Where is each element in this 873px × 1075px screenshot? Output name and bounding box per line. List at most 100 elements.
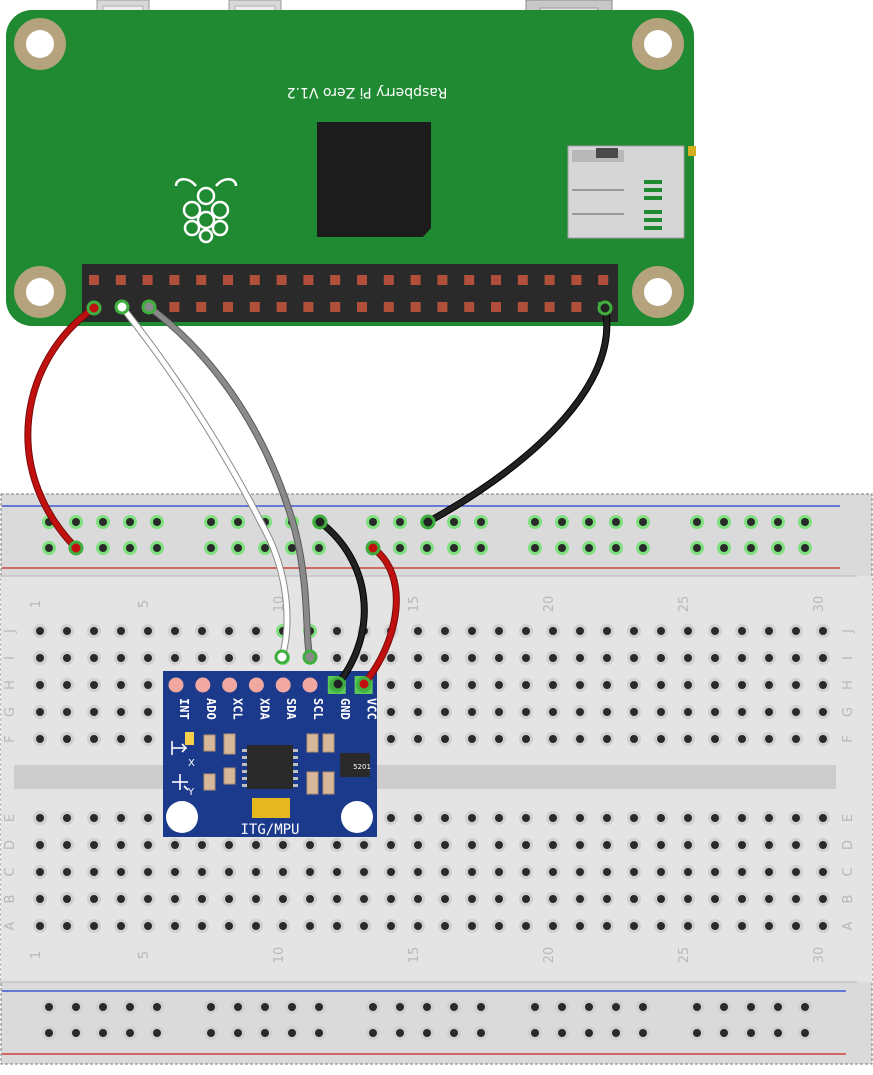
hole-B17[interactable]	[465, 892, 479, 906]
hole-I28[interactable]	[762, 651, 776, 665]
hole-A5[interactable]	[141, 919, 155, 933]
rail-top-1-4-4[interactable]	[798, 541, 812, 555]
hole-C6[interactable]	[168, 865, 182, 879]
rail-top-1-0-2[interactable]	[96, 541, 110, 555]
hole-F14[interactable]	[384, 732, 398, 746]
gpio-pin-20[interactable]	[330, 302, 341, 312]
hole-J15[interactable]	[411, 624, 425, 638]
hole-C24[interactable]	[654, 865, 668, 879]
rail-bottom-0-1-1[interactable]	[231, 1000, 245, 1014]
hole-B10[interactable]	[276, 892, 290, 906]
hole-D17[interactable]	[465, 838, 479, 852]
hole-J29[interactable]	[789, 624, 803, 638]
rail-bottom-1-2-3[interactable]	[447, 1026, 461, 1040]
gpio-pin-24[interactable]	[383, 302, 394, 312]
hole-I13[interactable]	[357, 651, 371, 665]
hole-H27[interactable]	[735, 678, 749, 692]
rail-bottom-1-3-1[interactable]	[555, 1026, 569, 1040]
hole-C21[interactable]	[573, 865, 587, 879]
hole-I3[interactable]	[87, 651, 101, 665]
hole-G22[interactable]	[600, 705, 614, 719]
rail-top-1-3-3[interactable]	[609, 541, 623, 555]
hole-G29[interactable]	[789, 705, 803, 719]
hole-E23[interactable]	[627, 811, 641, 825]
gpio-pin-35[interactable]	[544, 275, 555, 285]
gpio-pin-29[interactable]	[464, 275, 475, 285]
hole-C28[interactable]	[762, 865, 776, 879]
hole-D3[interactable]	[87, 838, 101, 852]
rail-top-0-0-3[interactable]	[123, 515, 137, 529]
hole-B13[interactable]	[357, 892, 371, 906]
hole-I18[interactable]	[492, 651, 506, 665]
hole-B26[interactable]	[708, 892, 722, 906]
hole-D26[interactable]	[708, 838, 722, 852]
hole-B3[interactable]	[87, 892, 101, 906]
gpio-pin-18[interactable]	[303, 302, 314, 312]
hole-G2[interactable]	[60, 705, 74, 719]
hole-J8[interactable]	[222, 624, 236, 638]
hole-D15[interactable]	[411, 838, 425, 852]
hole-B19[interactable]	[519, 892, 533, 906]
hole-I7[interactable]	[195, 651, 209, 665]
rail-top-1-1-0[interactable]	[204, 541, 218, 555]
hole-A12[interactable]	[330, 919, 344, 933]
rail-bottom-0-1-2[interactable]	[258, 1000, 272, 1014]
hole-G25[interactable]	[681, 705, 695, 719]
hole-D9[interactable]	[249, 838, 263, 852]
hole-E22[interactable]	[600, 811, 614, 825]
module-pin-xcl[interactable]	[222, 677, 238, 693]
rail-bottom-0-4-0[interactable]	[690, 1000, 704, 1014]
hole-D16[interactable]	[438, 838, 452, 852]
hole-F4[interactable]	[114, 732, 128, 746]
hole-D8[interactable]	[222, 838, 236, 852]
hole-C5[interactable]	[141, 865, 155, 879]
module-pin-sda[interactable]	[275, 677, 291, 693]
hole-F5[interactable]	[141, 732, 155, 746]
gpio-pin-39[interactable]	[598, 275, 609, 285]
hole-J24[interactable]	[654, 624, 668, 638]
hole-I23[interactable]	[627, 651, 641, 665]
rail-bottom-0-0-3[interactable]	[123, 1000, 137, 1014]
gpio-pin-9[interactable]	[196, 275, 207, 285]
gpio-pin-16[interactable]	[276, 302, 287, 312]
hole-A2[interactable]	[60, 919, 74, 933]
hole-C17[interactable]	[465, 865, 479, 879]
hole-F16[interactable]	[438, 732, 452, 746]
hole-D30[interactable]	[816, 838, 830, 852]
gpio-pin-23[interactable]	[383, 275, 394, 285]
hole-I25[interactable]	[681, 651, 695, 665]
gpio-pin-37[interactable]	[571, 275, 582, 285]
hole-E21[interactable]	[573, 811, 587, 825]
hole-B29[interactable]	[789, 892, 803, 906]
rail-bottom-0-3-0[interactable]	[528, 1000, 542, 1014]
hole-I30[interactable]	[816, 651, 830, 665]
hole-B25[interactable]	[681, 892, 695, 906]
rail-bottom-1-2-0[interactable]	[366, 1026, 380, 1040]
hole-C19[interactable]	[519, 865, 533, 879]
rail-bottom-0-3-3[interactable]	[609, 1000, 623, 1014]
hole-A14[interactable]	[384, 919, 398, 933]
hole-H19[interactable]	[519, 678, 533, 692]
hole-C8[interactable]	[222, 865, 236, 879]
hole-D19[interactable]	[519, 838, 533, 852]
gpio-pin-1[interactable]	[89, 275, 99, 285]
rail-bottom-1-0-2[interactable]	[96, 1026, 110, 1040]
rail-bottom-1-1-0[interactable]	[204, 1026, 218, 1040]
hole-C4[interactable]	[114, 865, 128, 879]
hole-I24[interactable]	[654, 651, 668, 665]
rail-top-1-4-0[interactable]	[690, 541, 704, 555]
hole-G3[interactable]	[87, 705, 101, 719]
hole-J18[interactable]	[492, 624, 506, 638]
hole-I26[interactable]	[708, 651, 722, 665]
rail-bottom-0-2-2[interactable]	[420, 1000, 434, 1014]
hole-D20[interactable]	[546, 838, 560, 852]
hole-A1[interactable]	[33, 919, 47, 933]
hole-B5[interactable]	[141, 892, 155, 906]
hole-C25[interactable]	[681, 865, 695, 879]
hole-A17[interactable]	[465, 919, 479, 933]
hole-J6[interactable]	[168, 624, 182, 638]
hole-E14[interactable]	[384, 811, 398, 825]
hole-D24[interactable]	[654, 838, 668, 852]
hole-D2[interactable]	[60, 838, 74, 852]
rail-top-0-4-1[interactable]	[717, 515, 731, 529]
